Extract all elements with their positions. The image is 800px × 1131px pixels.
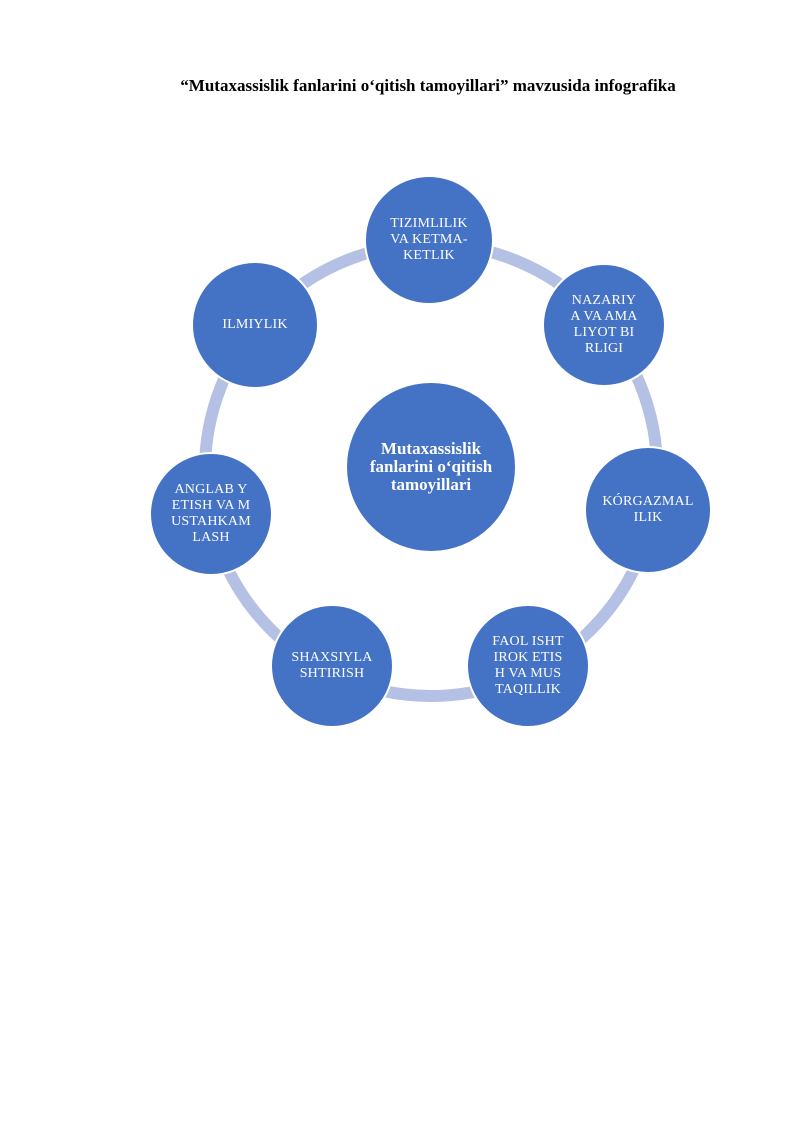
node-circle-nazariya [542, 263, 666, 387]
center-circle [345, 381, 517, 553]
node-circle-korgazmalilik [584, 446, 712, 574]
node-circle-ilmiylik [191, 261, 319, 389]
page-title: “Mutaxassislik fanlarini o‘qitish tamoyi… [180, 76, 676, 95]
node-circle-tizimlilik [364, 175, 494, 305]
node-circle-anglab [149, 452, 273, 576]
center-label: Mutaxassislik fanlarini o‘qitish tamoyil… [369, 439, 493, 494]
node-circle-faol [466, 604, 590, 728]
node-circle-shaxsiylashtirish [270, 604, 394, 728]
